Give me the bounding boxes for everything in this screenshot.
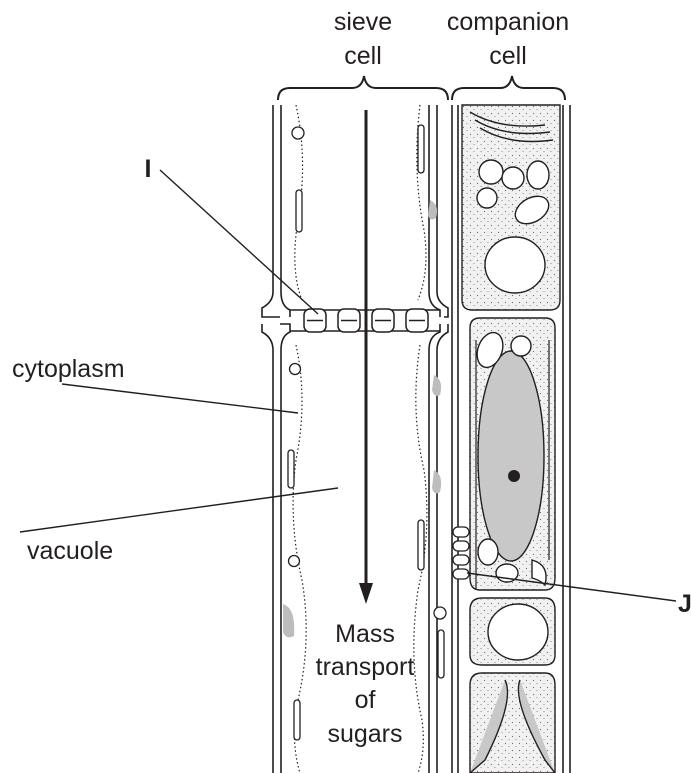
mass-transport-label-line3: of — [355, 686, 376, 714]
plasmodesmata — [453, 527, 469, 579]
label-J: J — [678, 590, 691, 618]
label-I: I — [145, 155, 152, 183]
label-I-leader — [160, 170, 318, 314]
sieve-cell-label-line2: cell — [344, 42, 382, 70]
cytoplasm-leader — [62, 384, 298, 413]
header-brackets — [278, 76, 565, 100]
mass-transport-arrow — [359, 110, 373, 604]
companion-cell-label-line2: cell — [489, 42, 527, 70]
text-labels: sieve cell companion cell I J cytoplasm … — [12, 8, 691, 748]
mass-transport-label-line4: sugars — [327, 720, 402, 748]
nucleus — [478, 351, 544, 561]
companion-cell-bracket — [452, 76, 565, 100]
sieve-cell-label-line1: sieve — [334, 8, 392, 36]
sieve-cell-bracket — [278, 76, 448, 100]
leader-lines — [20, 170, 676, 601]
cytoplasm-label: cytoplasm — [12, 355, 125, 383]
vacuole-leader — [20, 488, 338, 532]
companion-cell-label-line1: companion — [447, 8, 569, 36]
nucleolus — [508, 470, 520, 482]
vacuole-label: vacuole — [27, 537, 113, 565]
mass-transport-label-line1: Mass — [335, 620, 395, 648]
mass-transport-label-line2: transport — [316, 653, 415, 681]
